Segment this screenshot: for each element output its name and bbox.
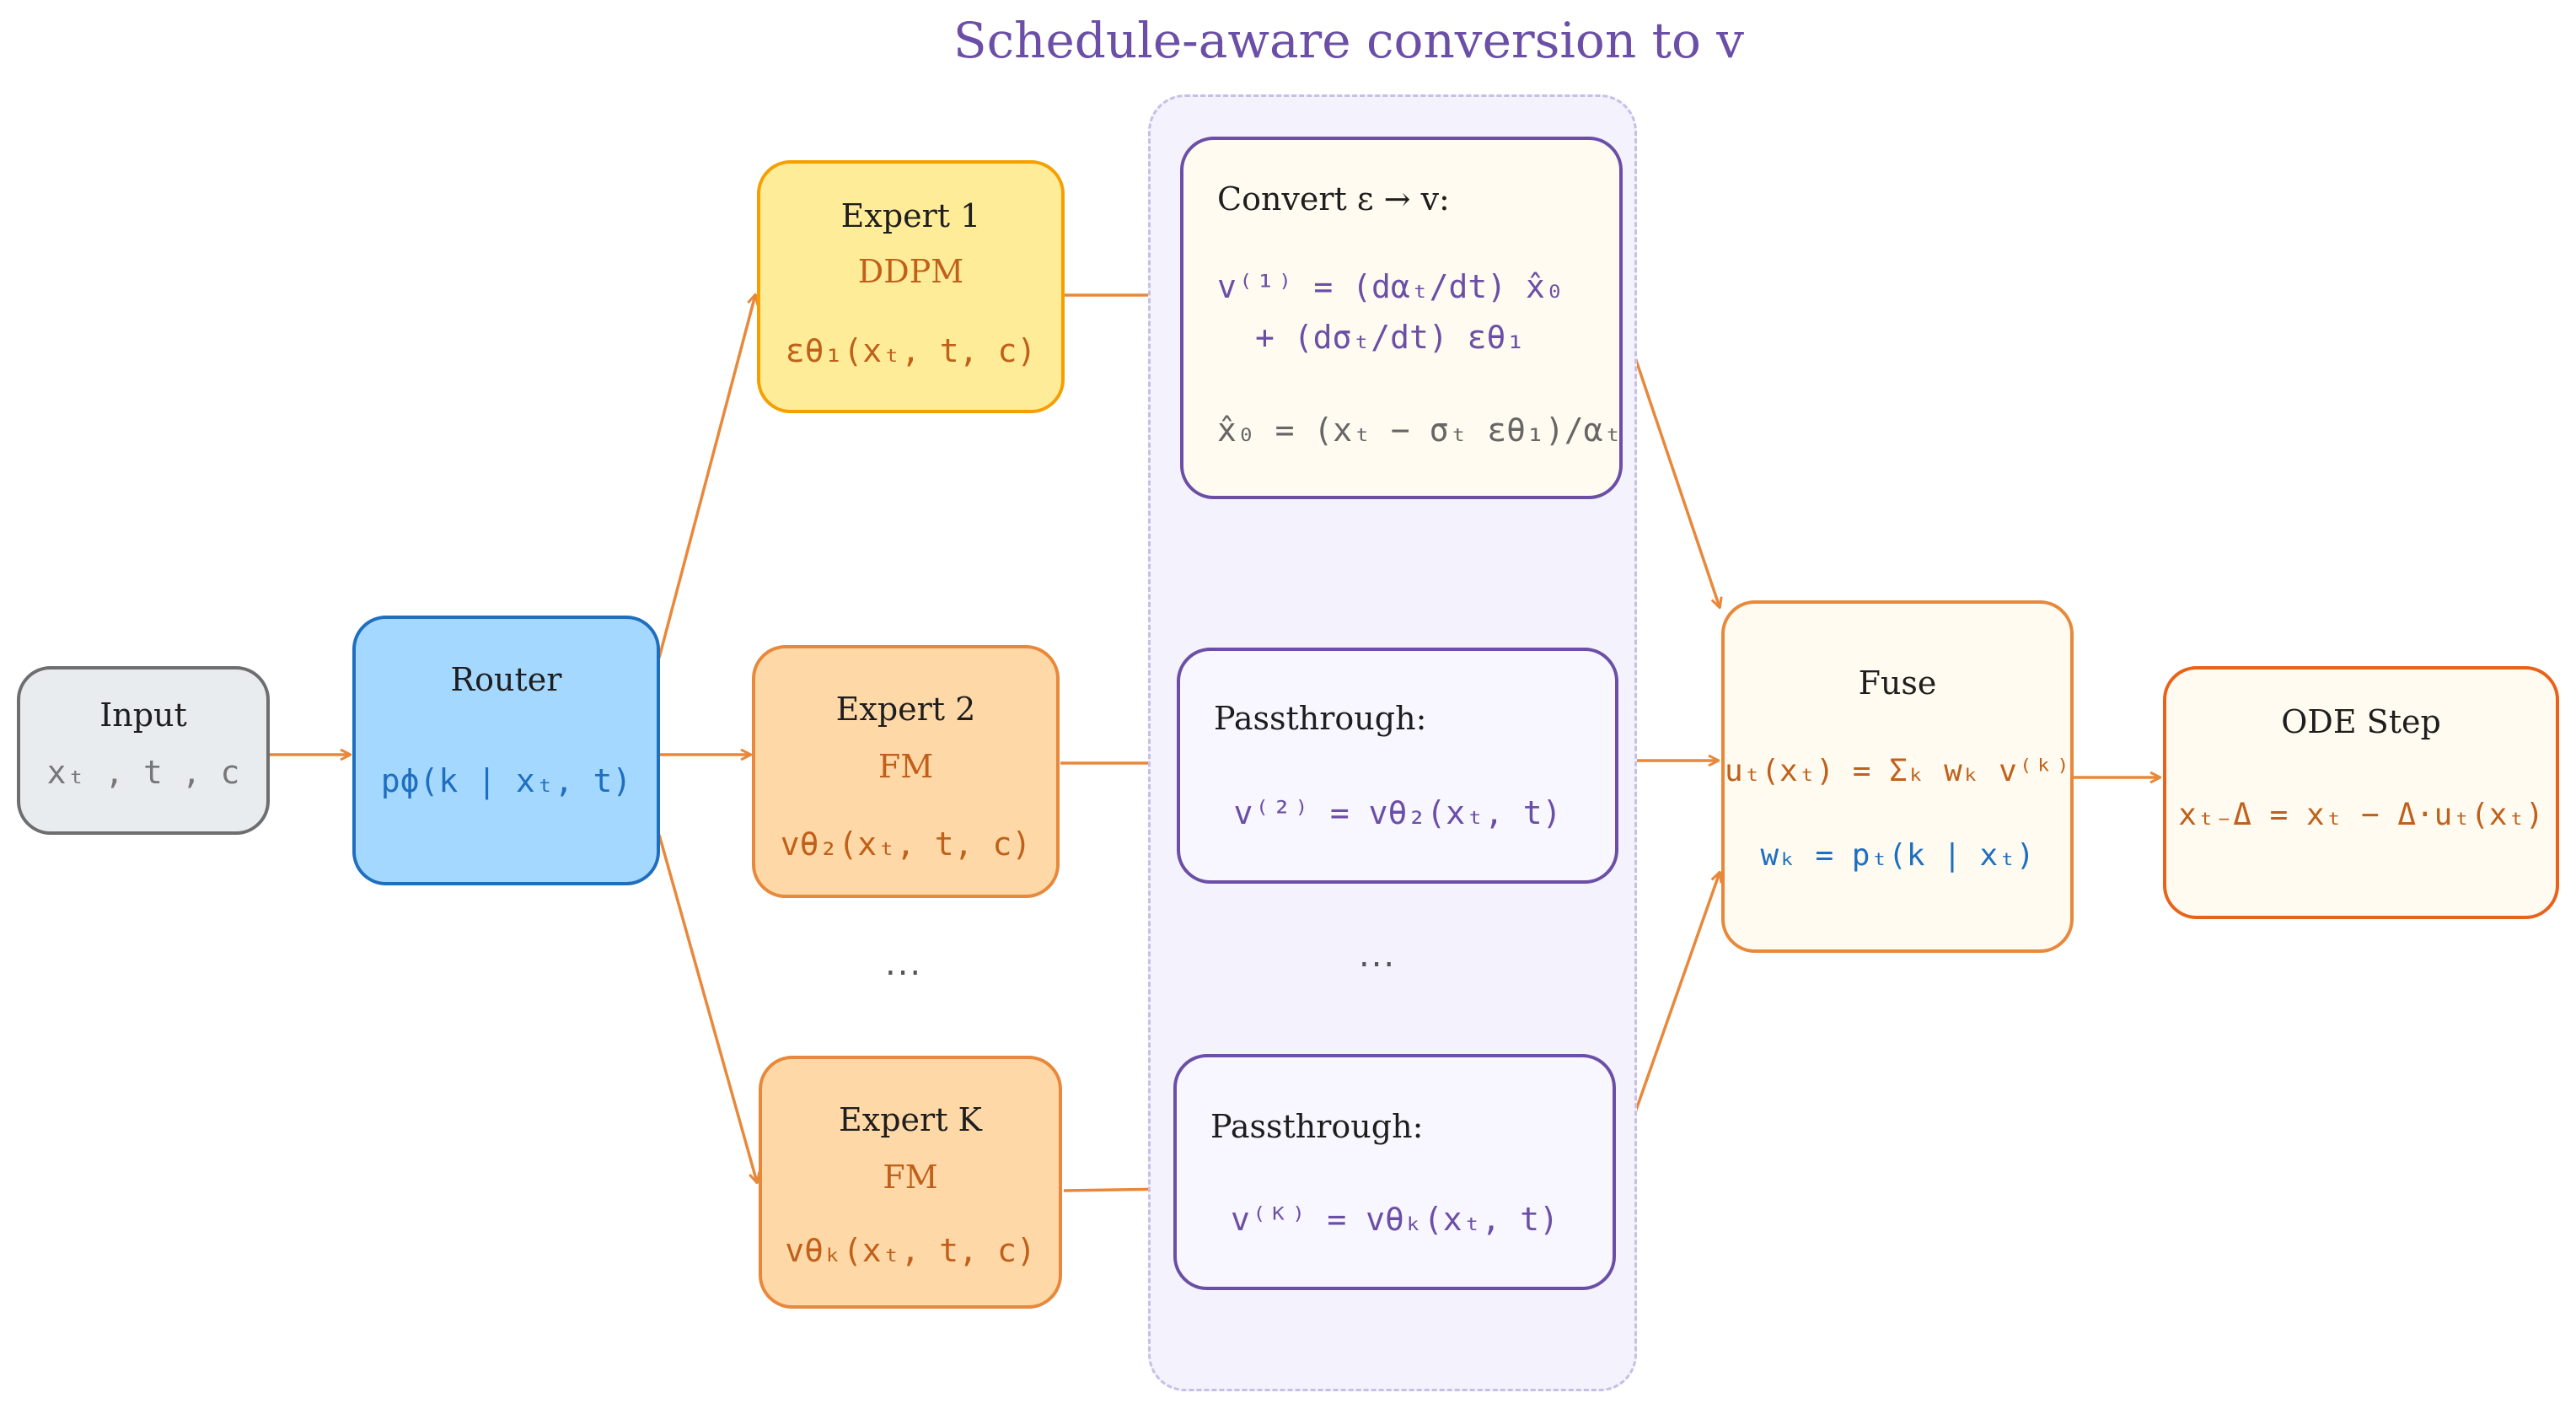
expert2-node: Expert 2 FM vθ₂(xₜ, t, c) (752, 645, 1060, 898)
passK-label: Passthrough: (1210, 1108, 1424, 1145)
expert1-formula: εθ₁(xₜ, t, c) (785, 332, 1037, 369)
convert-line1: v⁽¹⁾ = (dαₜ/dt) x̂₀ (1217, 268, 1564, 305)
expert2-label: Expert 2 (835, 691, 976, 728)
edge-convert-fuse (1621, 320, 1720, 607)
expert1-node: Expert 1 DDPM εθ₁(xₜ, t, c) (757, 160, 1065, 413)
expert2-formula: vθ₂(xₜ, t, c) (780, 826, 1032, 863)
expert-ellipsis: ... (885, 944, 923, 983)
passK-formula: v⁽ᴷ⁾ = vθₖ(xₜ, t) (1231, 1201, 1559, 1238)
diagram-title: Schedule-aware conversion to v (953, 12, 1745, 69)
ode-label: ODE Step (2281, 703, 2441, 740)
convert-node: Convert ε → v: v⁽¹⁾ = (dαₜ/dt) x̂₀ + (dσ… (1180, 137, 1623, 499)
expert1-label: Expert 1 (840, 197, 981, 234)
expertK-formula: vθₖ(xₜ, t, c) (785, 1232, 1036, 1269)
fuse-label: Fuse (1858, 664, 1937, 702)
fuse-node: Fuse uₜ(xₜ) = Σₖ wₖ v⁽ᵏ⁾ wₖ = pₜ(k | xₜ) (1721, 600, 2074, 953)
fuse-formula1: uₜ(xₜ) = Σₖ wₖ v⁽ᵏ⁾ (1725, 754, 2072, 788)
fuse-formula2: wₖ = pₜ(k | xₜ) (1760, 838, 2035, 873)
edge-router-expertK (657, 834, 757, 1182)
ode-formula: xₜ₋Δ = xₜ − Δ·uₜ(xₜ) (2178, 798, 2544, 832)
convert-line3: x̂₀ = (xₜ − σₜ εθ₁)/αₜ (1217, 411, 1623, 449)
expertK-label: Expert K (839, 1101, 982, 1138)
convert-label: Convert ε → v: (1217, 180, 1450, 218)
router-formula: pϕ(k | xₜ, t) (380, 762, 632, 799)
pass-ellipsis: ... (1359, 936, 1397, 975)
passK-node: Passthrough: v⁽ᴷ⁾ = vθₖ(xₜ, t) (1173, 1054, 1616, 1290)
pass2-node: Passthrough: v⁽²⁾ = vθ₂(xₜ, t) (1177, 648, 1618, 884)
router-node: Router pϕ(k | xₜ, t) (352, 616, 660, 885)
convert-line2: + (dσₜ/dt) εθ₁ (1255, 319, 1526, 356)
input-node: Input xₜ , t , c (17, 666, 270, 835)
edge-router-expert1 (657, 295, 755, 659)
pass2-label: Passthrough: (1214, 700, 1427, 737)
input-label: Input (99, 696, 187, 734)
router-label: Router (450, 661, 562, 698)
pass2-formula: v⁽²⁾ = vθ₂(xₜ, t) (1233, 794, 1562, 831)
expert1-type: DDPM (857, 253, 964, 290)
expertK-node: Expert K FM vθₖ(xₜ, t, c) (759, 1056, 1062, 1309)
expertK-type: FM (883, 1159, 938, 1196)
ode-node: ODE Step xₜ₋Δ = xₜ − Δ·uₜ(xₜ) (2163, 666, 2559, 919)
expert2-type: FM (877, 748, 934, 785)
input-vars: xₜ , t , c (46, 754, 240, 791)
